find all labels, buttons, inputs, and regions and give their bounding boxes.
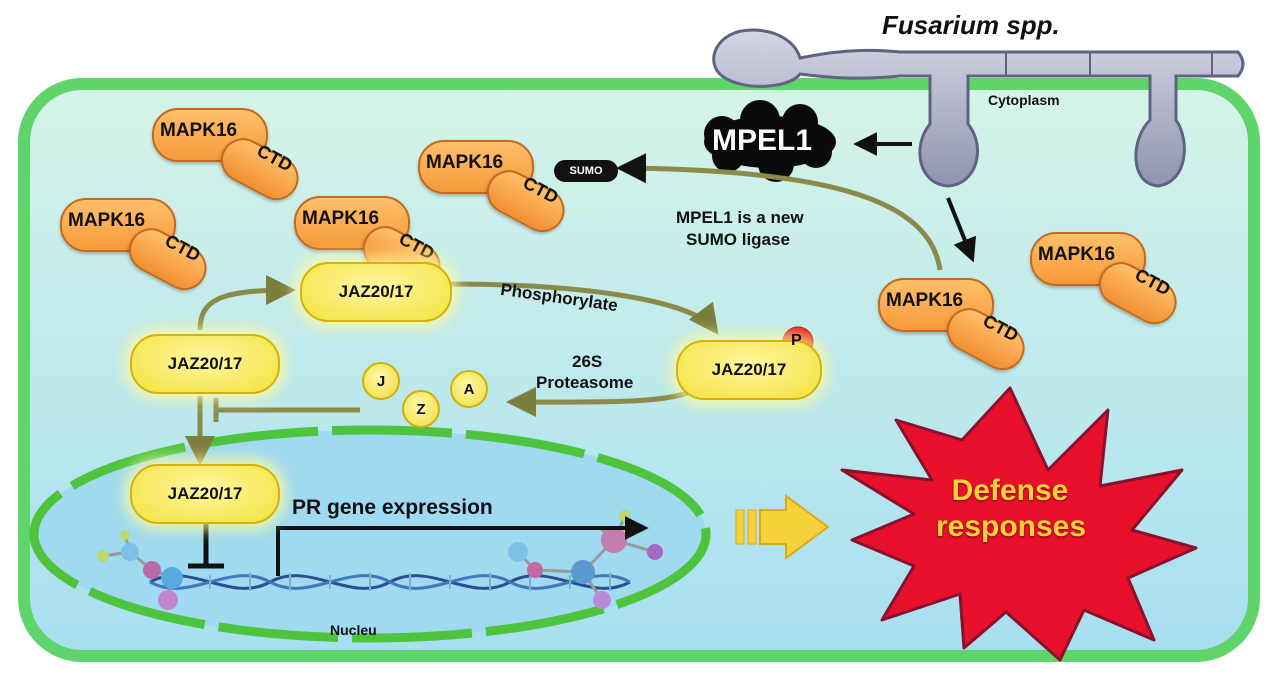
dna-rungs [169, 573, 611, 591]
arrow-phosphorylate [449, 281, 719, 335]
mpel1-label: MPEL1 [712, 124, 813, 157]
yellow-block-arrow [735, 494, 830, 560]
cytoplasm-label: Cytoplasm [988, 92, 1060, 108]
molecule-left [97, 530, 183, 610]
hypha-septa [1005, 52, 1213, 76]
arrow-jaz-up [197, 275, 296, 331]
sumo-ligase-line2: SUMO ligase [686, 230, 790, 249]
sumo-tag: SUMO [554, 160, 618, 182]
defense-line2: responses [935, 510, 1087, 543]
title-fusarium: Fusarium spp. [882, 10, 1060, 40]
arrow-pr-gene-expression [276, 516, 649, 576]
fragment-z: Z [402, 390, 440, 428]
jaz-nucleus: JAZ20/17 [130, 464, 280, 524]
defense-line1: Defense [951, 474, 1069, 507]
arrow-fungus-to-mapk16 [946, 197, 977, 263]
phospho-label: P [791, 332, 802, 349]
dna-helix [149, 574, 631, 590]
fragment-j: J [362, 362, 400, 400]
jaz-left: JAZ20/17 [130, 334, 280, 394]
defense-burst [840, 386, 1198, 662]
pr-gene-expression-label: PR gene expression [292, 496, 493, 519]
mpel1-blob [704, 100, 836, 182]
arrow-sumoylation [616, 153, 943, 271]
arrow-proteasome [506, 387, 691, 418]
fusarium-hypha [712, 28, 1245, 188]
fragment-a: A [450, 370, 488, 408]
proteasome-line2: Proteasome [536, 373, 634, 392]
nucleus-label: Nucleu [330, 622, 377, 638]
jaz-phosphorylated: JAZ20/17 [676, 340, 822, 400]
jaz-top: JAZ20/17 [300, 262, 452, 322]
proteasome-line1: 26S [572, 352, 603, 371]
sumo-ligase-line1: MPEL1 is a new [676, 208, 804, 227]
